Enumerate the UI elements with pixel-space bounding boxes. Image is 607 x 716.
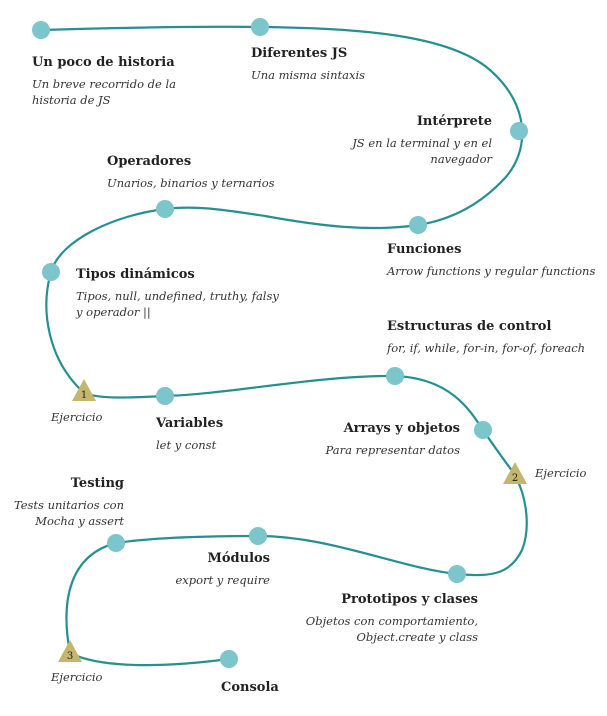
exercise-triangle-icon [72,379,96,401]
topic-dot [474,421,492,439]
topic-dot [32,21,50,39]
topic-title: Variables [156,416,224,431]
topic-title: Módulos [207,551,270,566]
topic-subtitle: Arrow functions y regular functions [387,264,596,278]
topic-dot [156,200,174,218]
exercise-number: 1 [81,390,87,401]
topic-estructuras-de-control: Estructuras de control for, if, while, f… [387,318,597,356]
topic-title: Estructuras de control [387,319,552,334]
topic-subtitle: Tests unitarios con Mocha y assert [13,498,124,528]
topic-arrays-y-objetos: Arrays y objetos Para representar datos [300,420,460,458]
topic-interprete: Intérprete JS en la terminal y en el nav… [290,113,492,167]
topic-operadores: Operadores Unarios, binarios y ternarios [107,153,307,191]
topic-subtitle: let y const [156,438,217,452]
exercise-1-label: Ejercicio [51,410,103,424]
topic-dot [510,122,528,140]
topic-dot [220,650,238,668]
topic-title: Diferentes JS [251,46,348,61]
topic-title: Intérprete [416,114,492,129]
topic-prototipos-y-clases: Prototipos y clases Objetos con comporta… [300,591,478,645]
topic-dot [386,367,404,385]
topic-subtitle: Una misma sintaxis [251,68,366,82]
topic-title: Arrays y objetos [343,421,460,436]
topic-dot [249,527,267,545]
exercise-triangle-icon [503,462,527,484]
topic-dot [409,216,427,234]
exercise-triangle-icon [58,640,82,662]
topic-subtitle: Tipos, null, undefined, truthy, falsy y … [76,289,279,319]
topic-dot [42,263,60,281]
topic-subtitle: for, if, while, for-in, for-of, foreach [387,341,586,355]
topic-title: Consola [221,680,279,695]
exercise-2-marker: 2 [503,462,527,484]
topic-tipos-dinamicos: Tipos dinámicos Tipos, null, undefined, … [76,266,281,320]
topic-title: Un poco de historia [32,55,175,70]
topic-subtitle: Para representar datos [325,443,460,457]
topic-dot [107,534,125,552]
exercise-3-marker: 3 [58,640,82,662]
topic-subtitle: export y require [175,573,270,587]
exercise-number: 3 [67,651,73,662]
topic-subtitle: JS en la terminal y en el navegador [352,136,492,166]
topic-dot [448,565,466,583]
topic-title: Testing [70,476,124,491]
topic-subtitle: Objetos con comportamiento, Object.creat… [305,614,478,644]
topic-title: Tipos dinámicos [76,267,195,282]
topic-testing: Testing Tests unitarios con Mocha y asse… [6,475,124,529]
topic-modulos: Módulos export y require [150,550,270,588]
topic-dot [251,18,269,36]
topic-title: Funciones [387,242,462,257]
exercise-number: 2 [512,473,518,484]
topic-variables: Variables let y const [156,415,306,453]
topic-dot [156,387,174,405]
topic-subtitle: Un breve recorrido de la historia de JS [32,77,177,107]
topic-title: Operadores [107,154,192,169]
exercise-1-marker: 1 [72,379,96,401]
topic-subtitle: Unarios, binarios y ternarios [107,176,275,190]
exercise-2-label: Ejercicio [535,466,587,480]
topic-diferentes-js: Diferentes JS Una misma sintaxis [251,45,451,83]
topic-consola: Consola [221,679,341,697]
topic-un-poco-de-historia: Un poco de historia Un breve recorrido d… [32,54,217,108]
topic-funciones: Funciones Arrow functions y regular func… [387,241,597,279]
exercise-3-label: Ejercicio [51,670,103,684]
topic-title: Prototipos y clases [341,592,478,607]
